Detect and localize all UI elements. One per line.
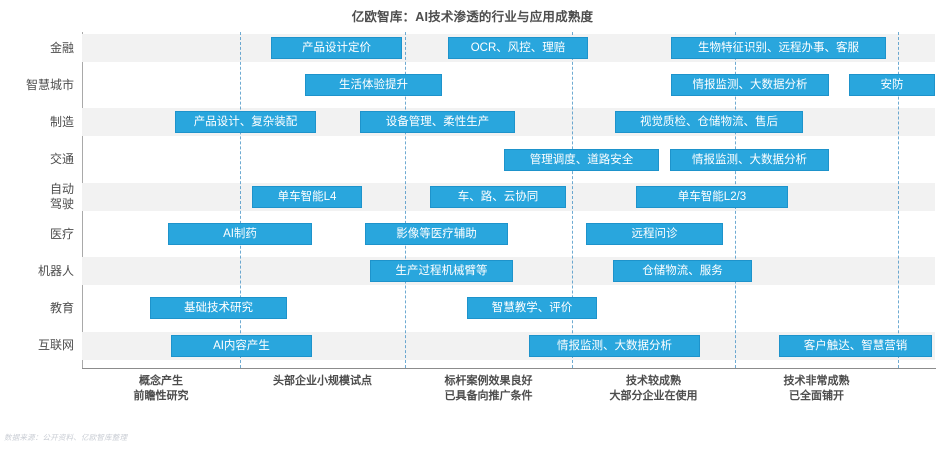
bar-item[interactable]: 生物特征识别、远程办事、客服 xyxy=(671,37,886,59)
row-label-2: 智慧城市 xyxy=(0,78,74,93)
bar-item[interactable]: 管理调度、道路安全 xyxy=(504,148,659,171)
stage-divider-3 xyxy=(572,32,573,368)
bar-item[interactable]: AI内容产生 xyxy=(171,334,312,357)
row-label-line: 智慧城市 xyxy=(25,77,74,92)
page-title: 亿欧智库：AI技术渗透的行业与应用成熟度 xyxy=(351,10,594,24)
bar-item[interactable]: 产品设计、复杂装配 xyxy=(175,111,316,134)
row-label-1: 金融 xyxy=(0,41,74,56)
stage-divider-5 xyxy=(898,32,899,368)
bar-item[interactable]: 单车智能L4 xyxy=(252,185,362,208)
x-axis-line xyxy=(82,368,936,369)
stage-label-5: 技术非常成熟 已全面铺开 xyxy=(783,375,850,402)
bar-item[interactable]: 客户触达、智慧营销 xyxy=(779,334,932,357)
row-label-line: 医疗 xyxy=(49,226,74,241)
bar-item[interactable]: 生活体验提升 xyxy=(305,74,442,97)
row-label-3: 制造 xyxy=(0,115,74,130)
row-label-8: 教育 xyxy=(0,301,74,316)
stage-label-4: 技术较成熟 大部分企业在使用 xyxy=(609,375,698,402)
row-label-7: 机器人 xyxy=(0,264,74,279)
bar-item[interactable]: 情报监测、大数据分析 xyxy=(529,334,700,357)
stage-label-1: 概念产生 前瞻性研究 xyxy=(133,375,189,402)
row-label-5: 自动驾驶 xyxy=(0,182,74,212)
bar-item[interactable]: 视觉质检、仓储物流、售后 xyxy=(615,111,803,134)
bar-item[interactable]: 影像等医疗辅助 xyxy=(365,223,508,245)
bar-item[interactable]: 情报监测、大数据分析 xyxy=(671,74,829,97)
bar-item[interactable]: 生产过程机械臂等 xyxy=(370,260,513,283)
bar-item[interactable]: 设备管理、柔性生产 xyxy=(360,111,515,134)
bar-item[interactable]: 智慧教学、评价 xyxy=(467,297,597,320)
bar-item[interactable]: 产品设计定价 xyxy=(271,37,402,59)
stage-label-2: 头部企业小规模试点 xyxy=(273,375,372,387)
bar-item[interactable]: 车、路、云协同 xyxy=(430,185,566,208)
row-label-9: 互联网 xyxy=(0,338,74,353)
row-label-6: 医疗 xyxy=(0,227,74,242)
bar-item[interactable]: 情报监测、大数据分析 xyxy=(670,148,829,171)
bar-item[interactable]: 基础技术研究 xyxy=(150,297,287,320)
bar-item[interactable]: 远程问诊 xyxy=(586,223,723,245)
bar-item[interactable]: 仓储物流、服务 xyxy=(613,260,752,283)
bar-item[interactable]: OCR、风控、理赔 xyxy=(448,37,588,59)
bar-item[interactable]: 单车智能L2/3 xyxy=(636,185,788,208)
row-label-line: 驾驶 xyxy=(49,196,74,211)
row-label-line: 交通 xyxy=(49,152,74,167)
row-label-4: 交通 xyxy=(0,152,74,167)
stage-divider-2 xyxy=(405,32,406,368)
stage-divider-1 xyxy=(240,32,241,368)
row-label-line: 自动 xyxy=(49,181,74,196)
row-label-line: 制造 xyxy=(49,114,74,129)
bar-item[interactable]: 安防 xyxy=(849,74,935,97)
row-label-line: 机器人 xyxy=(37,263,74,278)
bar-item[interactable]: AI制药 xyxy=(168,223,312,245)
stage-label-3: 标杆案例效果良好 已具备向推广条件 xyxy=(444,375,533,402)
source-note: 数据来源：公开资料、亿欧智库整理 xyxy=(4,433,128,442)
row-label-line: 教育 xyxy=(49,300,74,315)
row-label-line: 互联网 xyxy=(37,338,74,353)
row-label-line: 金融 xyxy=(49,40,74,55)
